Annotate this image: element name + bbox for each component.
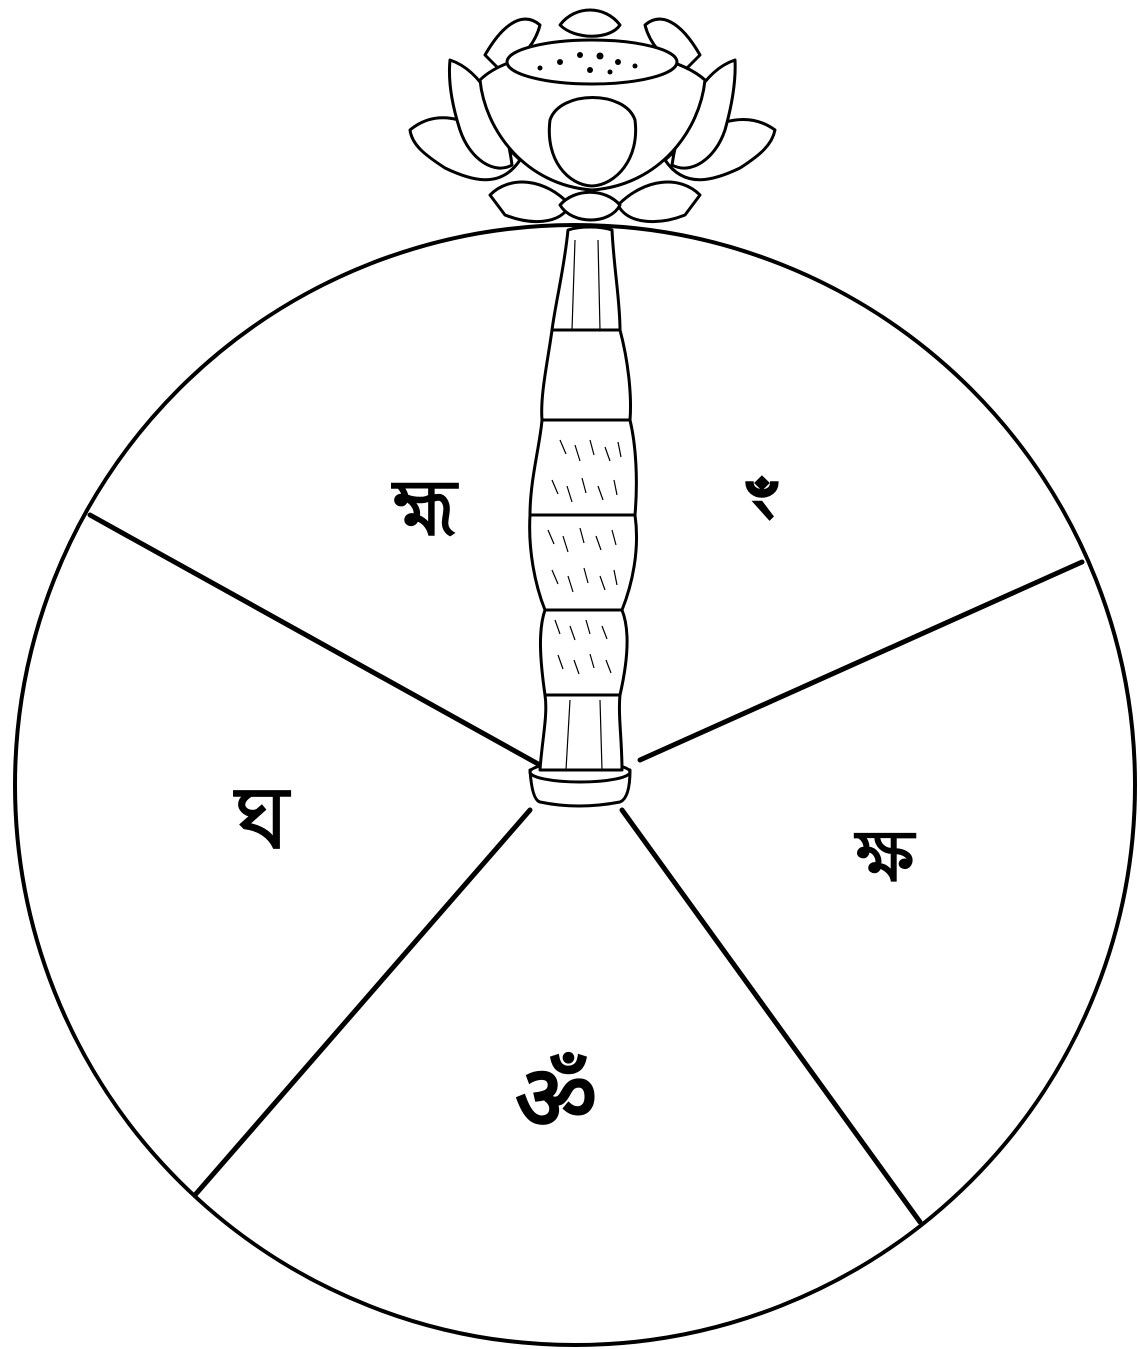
syllable-right: ক্ষ <box>853 813 917 898</box>
syllable-upper-left: হ্ম <box>390 463 459 554</box>
divider-right <box>640 562 1082 760</box>
divider-left <box>90 515 540 765</box>
syllable-bottom: ॐ <box>515 1045 597 1151</box>
syllable-upper-right: ꣳ <box>745 457 779 553</box>
lotus-on-stem-icon <box>410 10 775 806</box>
syllable-left: ঘ <box>232 768 291 869</box>
